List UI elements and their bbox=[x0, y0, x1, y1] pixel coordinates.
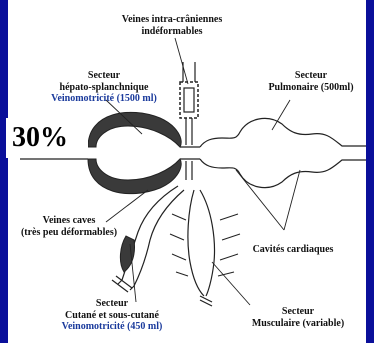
muscular-left bbox=[188, 190, 204, 296]
cavites-label: Cavités cardiaques bbox=[238, 244, 348, 256]
muscular-label: Secteur Musculaire (variable) bbox=[240, 306, 356, 329]
cutaneous-label: Secteur Cutané et sous-cutané Veinomotri… bbox=[52, 298, 172, 333]
intracranial-label: Veines intra-crâniennes indéformables bbox=[110, 14, 234, 37]
percentage-box: 30% bbox=[6, 118, 88, 158]
muscular-right bbox=[200, 190, 214, 296]
pulmonary-bottom bbox=[200, 159, 366, 188]
hepato-reservoir-bottom bbox=[88, 159, 181, 194]
hepato-label: Secteur hépato-splanchnique Veinomotrici… bbox=[44, 70, 164, 105]
veines-caves-label: Veines caves (très peu déformables) bbox=[8, 215, 130, 238]
pulmonary-label: Secteur Pulmonaire (500ml) bbox=[256, 70, 366, 93]
pulmonary-top bbox=[200, 118, 366, 147]
hepato-reservoir-top bbox=[88, 112, 181, 147]
